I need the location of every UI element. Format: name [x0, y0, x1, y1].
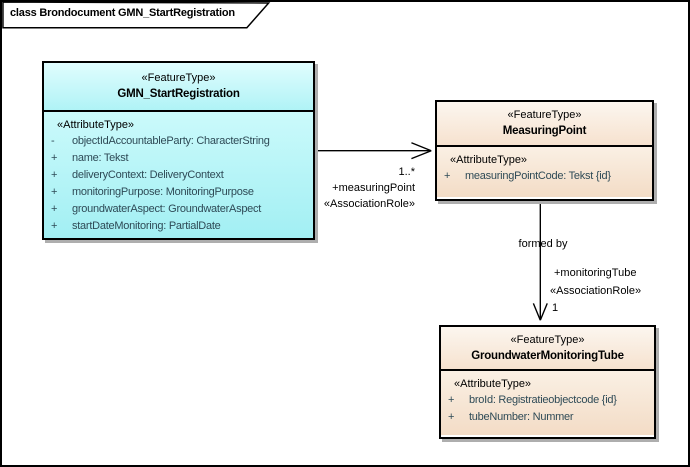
association-role-name: +monitoringTube [554, 267, 637, 279]
attribute-text: groundwaterAspect: GroundwaterAspect [72, 203, 262, 215]
class-header: «FeatureType» MeasuringPoint [437, 102, 652, 147]
class-name: MeasuringPoint [502, 125, 587, 137]
association-monitoring-tube[interactable] [532, 200, 548, 321]
association-name: formed by [518, 238, 568, 250]
attribute-row: + measuringPointCode: Tekst {id} [437, 168, 652, 185]
visibility-symbol: + [444, 170, 451, 182]
stereotype-label: «FeatureType» [510, 333, 585, 346]
association-role-name: +measuringPoint [332, 182, 415, 194]
class-header: «FeatureType» GroundwaterMonitoringTube [441, 327, 654, 371]
compartment-label: «AttributeType» [450, 154, 528, 166]
attribute-text: measuringPointCode: Tekst {id} [465, 170, 611, 182]
attribute-text: monitoringPurpose: MonitoringPurpose [72, 186, 254, 198]
attribute-text: broId: Registratieobjectcode {id} [469, 394, 617, 406]
stereotype-label: «FeatureType» [507, 109, 582, 121]
class-name: GroundwaterMonitoringTube [471, 349, 624, 362]
attributes-compartment: «AttributeType» + measuringPointCode: Te… [437, 147, 652, 197]
visibility-symbol: + [51, 186, 58, 198]
attributes-compartment: «AttributeType» - objectIdAccountablePar… [44, 112, 313, 238]
class-name: GMN_StartRegistration [117, 88, 240, 100]
class-box-groundwater-monitoring-tube[interactable]: «FeatureType» GroundwaterMonitoringTube … [439, 325, 656, 439]
class-box-measuring-point[interactable]: «FeatureType» MeasuringPoint «AttributeT… [435, 100, 654, 201]
attribute-row: + startDateMonitoring: PartialDate [44, 218, 313, 235]
association-multiplicity: 1 [552, 302, 559, 314]
attribute-row: + monitoringPurpose: MonitoringPurpose [44, 184, 313, 201]
class-box-gmn-startregistration[interactable]: «FeatureType» GMN_StartRegistration «Att… [42, 61, 315, 240]
visibility-symbol: + [448, 394, 455, 406]
attribute-text: objectIdAccountableParty: CharacterStrin… [72, 135, 270, 147]
attribute-row: - objectIdAccountableParty: CharacterStr… [44, 133, 313, 150]
visibility-symbol: - [51, 135, 55, 147]
association-measuring-point[interactable] [313, 142, 432, 160]
attribute-text: name: Tekst [72, 152, 129, 164]
attribute-row: + groundwaterAspect: GroundwaterAspect [44, 201, 313, 218]
frame-title-tab [2, 2, 271, 29]
attribute-row: + deliveryContext: DeliveryContext [44, 167, 313, 184]
visibility-symbol: + [51, 152, 58, 164]
open-arrowhead-down-icon [532, 303, 548, 321]
compartment-label: «AttributeType» [57, 119, 135, 131]
attribute-row: + name: Tekst [44, 150, 313, 167]
attribute-text: tubeNumber: Nummer [469, 411, 574, 423]
diagram-title: class Brondocument GMN_StartRegistration [10, 7, 235, 19]
attribute-text: deliveryContext: DeliveryContext [72, 169, 224, 181]
association-stereotype: «AssociationRole» [323, 198, 415, 210]
class-header: «FeatureType» GMN_StartRegistration [44, 63, 313, 112]
compartment-label: «AttributeType» [454, 378, 532, 390]
association-stereotype: «AssociationRole» [550, 285, 642, 297]
attribute-row: + tubeNumber: Nummer [441, 409, 654, 426]
attribute-text: startDateMonitoring: PartialDate [72, 220, 221, 232]
stereotype-label: «FeatureType» [141, 72, 216, 84]
visibility-symbol: + [51, 220, 58, 232]
open-arrowhead-right-icon [411, 142, 432, 160]
visibility-symbol: + [51, 169, 58, 181]
attribute-row: + broId: Registratieobjectcode {id} [441, 392, 654, 409]
visibility-symbol: + [448, 411, 455, 423]
association-multiplicity: 1..* [398, 166, 415, 178]
visibility-symbol: + [51, 203, 58, 215]
attributes-compartment: «AttributeType» + broId: Registratieobje… [441, 371, 654, 435]
